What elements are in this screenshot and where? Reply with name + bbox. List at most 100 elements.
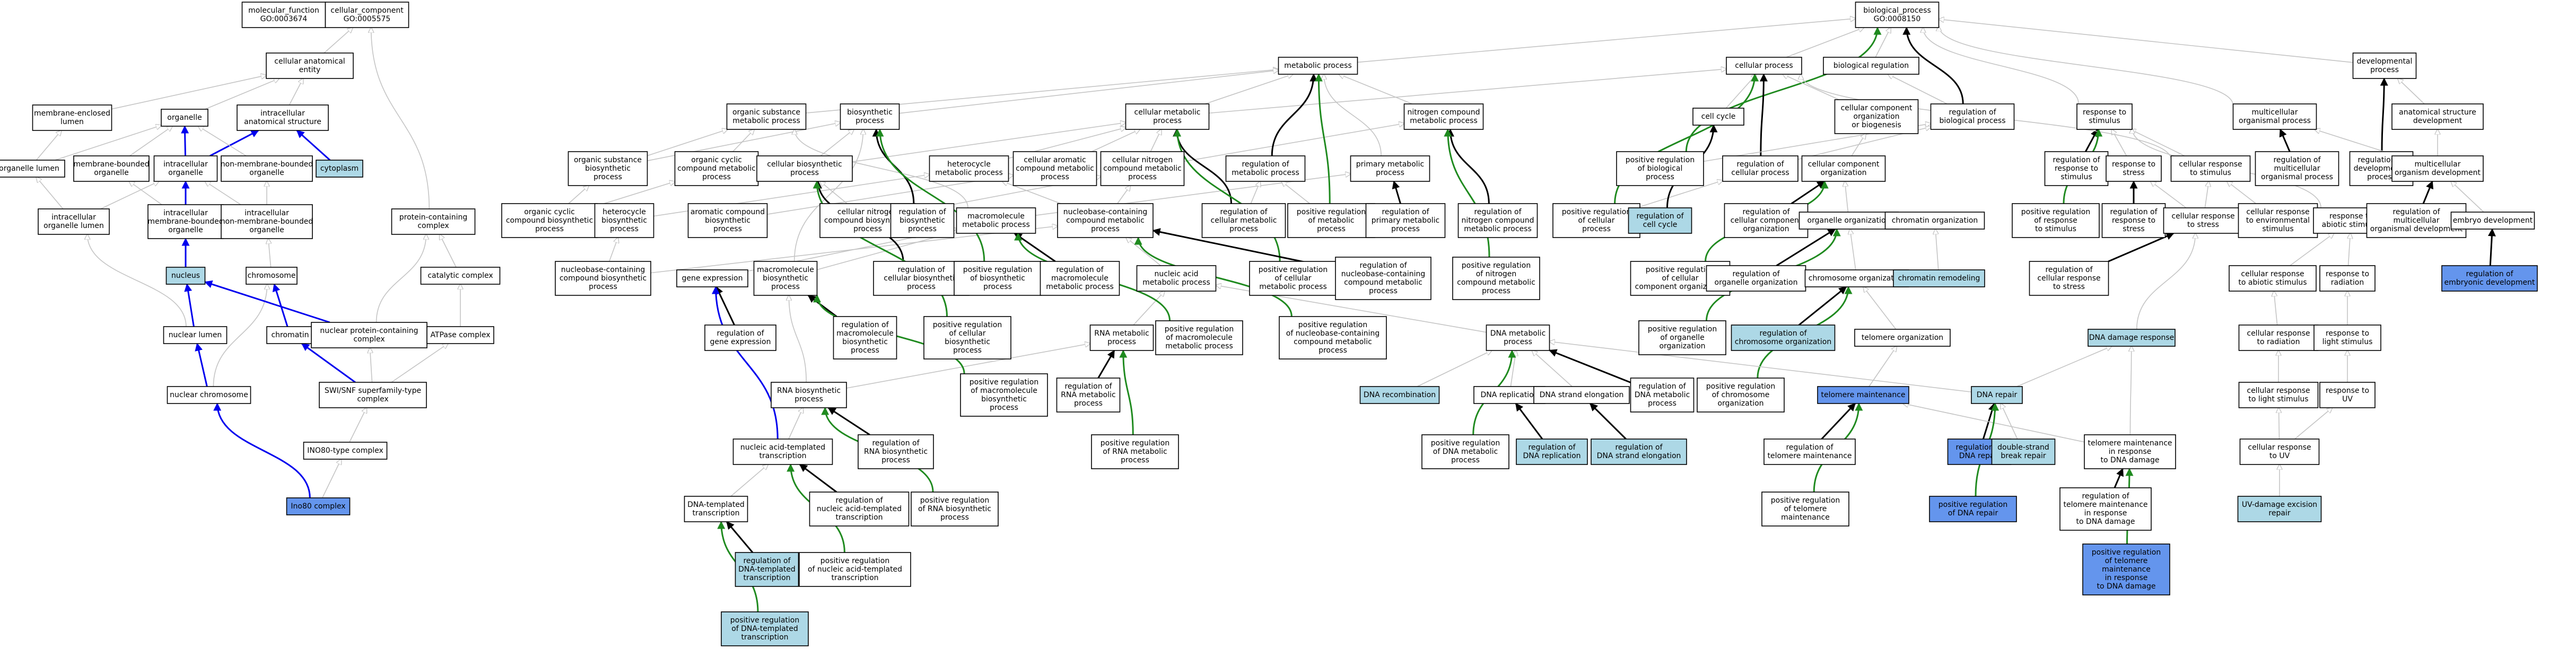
- go-term-box: [426, 326, 494, 344]
- edge-gray: [1133, 291, 1165, 326]
- go-term-label: process: [610, 225, 639, 233]
- go-term-label: biosynthetic: [601, 216, 647, 225]
- edge-black: [1014, 232, 1056, 262]
- edge-black: [726, 521, 754, 553]
- go-term-box: [2044, 151, 2109, 186]
- go-term-label: telomere maintenance: [1821, 391, 1905, 399]
- go-term-box: [1638, 320, 1726, 355]
- go-term-label: positive regulation: [1706, 382, 1775, 391]
- go-term-label: transcription: [835, 513, 883, 522]
- go-term-box: [1804, 269, 1909, 287]
- go-term-box: [266, 326, 314, 344]
- go-term-label: metabolic process: [732, 117, 800, 125]
- go-term-node: DNA strand elongation: [1533, 386, 1630, 404]
- edge-gray: [349, 408, 366, 443]
- go-term-label: cell cycle: [1701, 112, 1736, 121]
- go-term-label: positive regulation: [1938, 501, 2007, 509]
- go-term-box: [2238, 382, 2319, 408]
- go-term-label: nucleus: [171, 271, 200, 280]
- go-term-box: [241, 2, 326, 28]
- go-term-label: organelle organization: [1715, 278, 1798, 287]
- edge-gray: [1339, 74, 1413, 104]
- go-term-label: cellular response: [2247, 329, 2310, 338]
- go-term-label: regulation of: [1382, 208, 1429, 216]
- go-term-label: heterocycle: [947, 160, 991, 169]
- go-term-box: [266, 52, 354, 79]
- go-term-label: in response: [2084, 509, 2127, 518]
- go-term-node: ATPase complex: [426, 326, 494, 344]
- go-term-node: cytoplasm: [316, 160, 363, 178]
- go-term-label: multicellular: [2252, 108, 2298, 117]
- go-term-label: telomere maintenance: [2088, 439, 2172, 448]
- go-term-label: light stimulus: [2322, 338, 2373, 346]
- go-term-label: macromolecule: [967, 212, 1025, 221]
- edge-blue: [184, 283, 195, 327]
- go-term-label: aromatic compound: [691, 208, 765, 216]
- go-term-label: regulation of: [1359, 261, 1407, 270]
- go-term-box: [286, 497, 351, 515]
- go-term-label: regulation of: [1528, 443, 1576, 452]
- go-term-label: process: [908, 225, 937, 233]
- go-term-label: intracellular: [244, 209, 289, 217]
- go-term-label: to UV: [2269, 452, 2290, 460]
- edge-gray: [732, 129, 754, 152]
- go-term-label: nucleic acid-templated: [740, 443, 825, 452]
- go-term-node: Ino80 complex: [286, 497, 351, 515]
- go-term-box: [954, 261, 1042, 296]
- go-term-label: process: [2367, 173, 2396, 181]
- go-term-label: regulation of: [1615, 443, 1663, 452]
- go-term-node: nucleus: [165, 267, 206, 285]
- go-term-box: [73, 155, 150, 182]
- go-term-label: cellular process: [1731, 169, 1789, 177]
- edge-gray: [608, 238, 618, 262]
- go-term-label: regulation of: [1064, 382, 1112, 391]
- go-term-box: [2239, 438, 2320, 465]
- go-term-box: [1726, 57, 1802, 75]
- go-term-node: nuclear lumen: [163, 326, 228, 344]
- go-term-label: nucleobase-containing: [1063, 208, 1148, 216]
- go-term-label: membrane-enclosed: [34, 109, 110, 118]
- go-term-box: [2255, 151, 2339, 186]
- go-term-label: regulation of: [2082, 492, 2129, 501]
- go-term-box: [163, 326, 228, 344]
- go-term-label: DNA-templated: [738, 565, 796, 574]
- go-term-label: nitrogen compound: [1461, 216, 1534, 225]
- go-term-box: [1057, 203, 1154, 238]
- go-term-label: response to: [2329, 212, 2373, 221]
- go-term-label: developmental: [2357, 57, 2413, 66]
- go-term-node: regulation ofmacromoleculebiosyntheticpr…: [833, 316, 897, 359]
- go-term-node: metabolic process: [1278, 57, 1358, 75]
- go-term-label: compound metabolic: [1016, 164, 1094, 173]
- edge-black: [2084, 128, 2099, 152]
- go-term-label: cellular response: [2179, 160, 2242, 169]
- edge-gray: [1209, 69, 1727, 114]
- edge-black: [2487, 228, 2496, 266]
- go-term-label: response to: [2083, 108, 2126, 117]
- go-term-label: regulation of: [2466, 270, 2513, 278]
- edge-gray: [1868, 346, 1897, 387]
- go-term-box: [1630, 378, 1695, 413]
- go-term-label: regulation of: [872, 439, 920, 448]
- go-term-label: cellular nitrogen: [1112, 156, 1173, 164]
- go-term-label: of nitrogen: [1476, 270, 1517, 278]
- edge-gray: [2294, 408, 2333, 440]
- go-term-box: [2391, 155, 2484, 182]
